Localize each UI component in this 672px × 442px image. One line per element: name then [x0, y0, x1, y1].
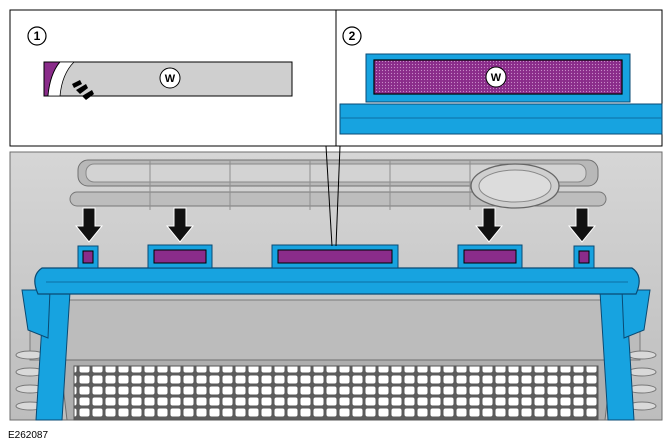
marker-w-2: W [491, 72, 502, 84]
arrow-down-icon [74, 207, 597, 243]
highlighted-support-bar [21, 267, 651, 421]
detail-panel-2: 2 W [339, 26, 663, 135]
marker-w-1: W [165, 73, 176, 85]
figure-id: E262087 [8, 430, 48, 441]
grille-body [9, 151, 663, 421]
callout-badge-1 [27, 26, 47, 46]
adhesive-pads [77, 244, 595, 269]
fingertip-press-icon [72, 80, 94, 100]
callout-badge-2 [342, 26, 362, 46]
callout-number-1: 1 [34, 29, 41, 43]
callout-number-2: 2 [349, 29, 356, 43]
detail-panel-1: 1 W [27, 26, 293, 100]
